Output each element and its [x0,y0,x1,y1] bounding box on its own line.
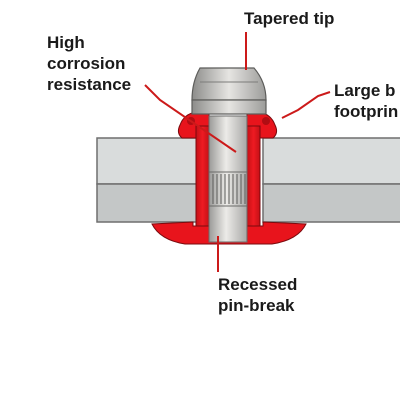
label-tapered-tip: Tapered tip [244,8,334,29]
rivet-pin [208,115,248,243]
upper-plate [96,137,400,185]
label-pin-break-line-2: pin-break [218,296,295,315]
lower-plate [96,183,400,223]
label-corrosion-line-2: corrosion [47,54,126,73]
label-corrosion-line-1: High [47,33,85,52]
rivet-body [151,111,307,245]
label-footprint-line-1: Large b [334,81,396,100]
leader-lines [144,32,331,272]
label-corrosion-line-3: resistance [47,75,132,94]
label-tapered-tip-text: Tapered tip [244,9,335,28]
leader-corrosion [144,84,237,153]
label-recessed-pin-break: Recessed pin-break [218,274,297,316]
leader-footprint [281,91,331,119]
label-footprint-line-2: footprin [334,102,399,121]
label-pin-break-line-1: Recessed [218,275,298,294]
tapered-tip-head [191,67,267,115]
label-large-footprint: Large b footprin [334,80,398,122]
label-corrosion-resistance: High corrosion resistance [47,32,131,95]
